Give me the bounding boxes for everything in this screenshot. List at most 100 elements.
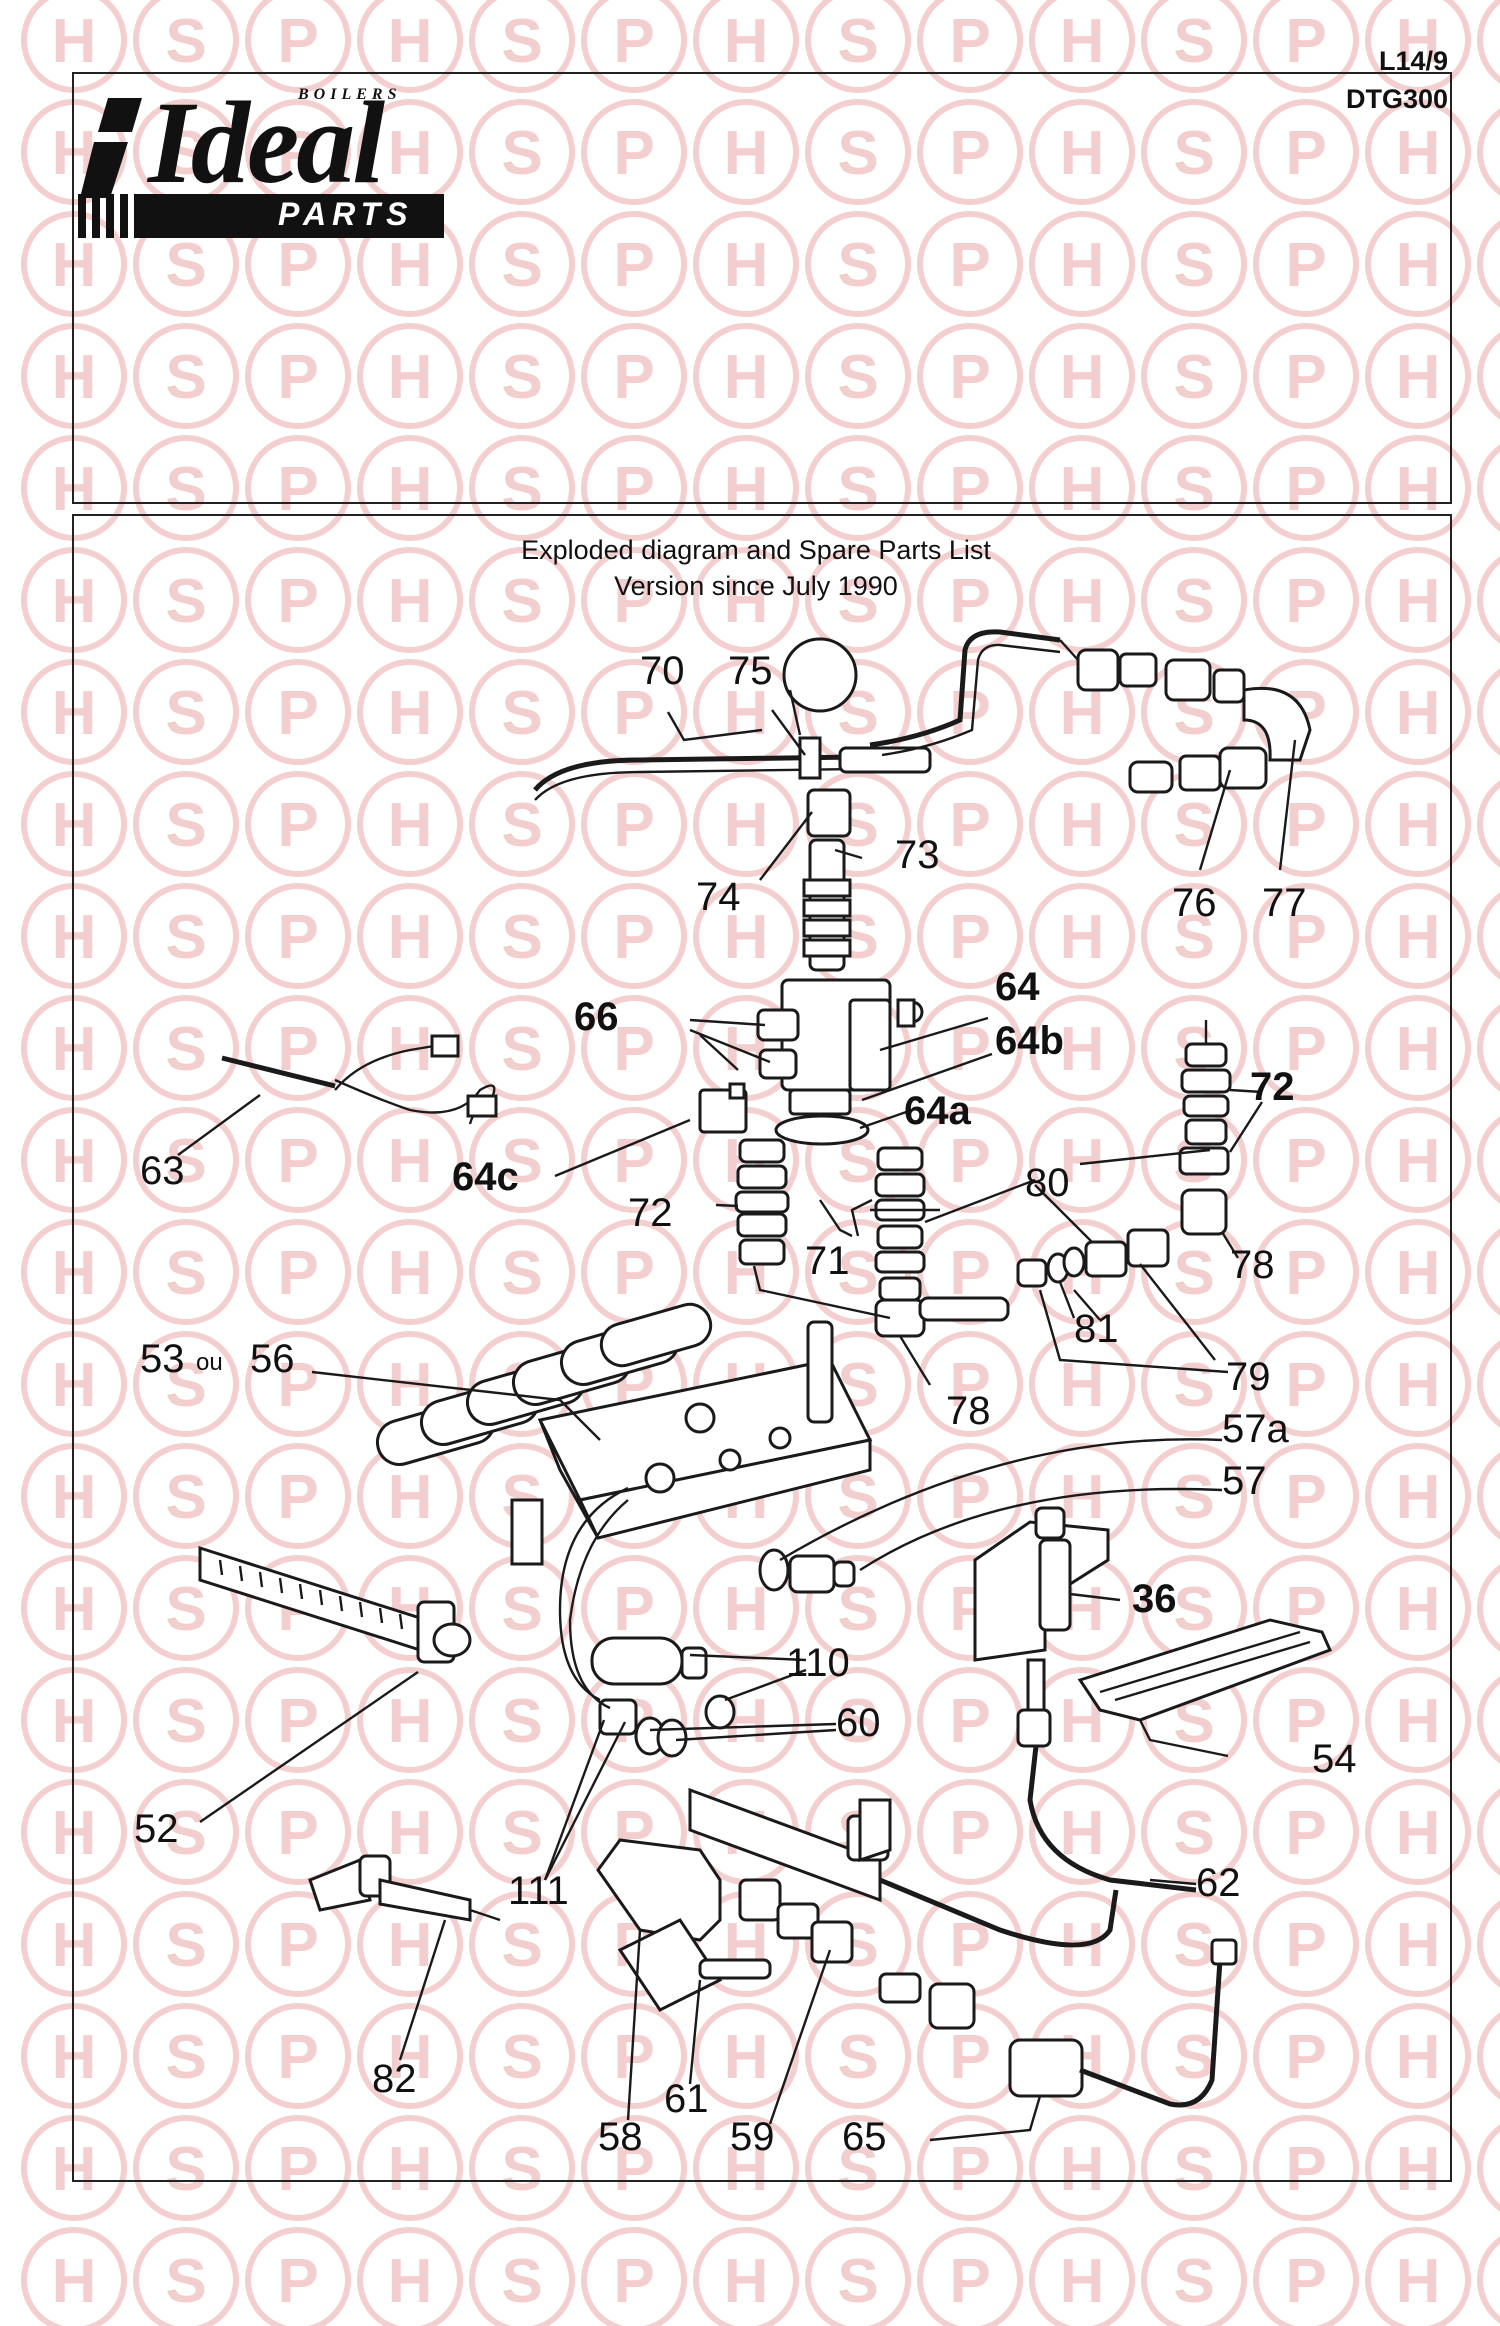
watermark-letter: H: [1396, 2023, 1441, 2092]
watermark-letter: S: [501, 1911, 542, 1980]
label-64c: 64c: [452, 1155, 519, 1199]
watermark-letter: H: [1396, 679, 1441, 748]
watermark-letter: S: [501, 679, 542, 748]
watermark-letter: H: [724, 791, 769, 860]
label-75: 75: [728, 649, 773, 693]
watermark-letter: P: [1285, 1463, 1326, 1532]
watermark-circle: [21, 323, 127, 429]
watermark-circle: [693, 0, 799, 93]
watermark-circle: [581, 99, 687, 205]
label-60: 60: [836, 1701, 881, 1745]
label-52: 52: [134, 1807, 179, 1851]
watermark-letter: P: [613, 567, 654, 636]
watermark-letter: H: [1396, 7, 1441, 76]
watermark-letter: S: [165, 455, 206, 524]
right-upright-stack: [1178, 1020, 1232, 1236]
watermark-circle: [469, 211, 575, 317]
watermark-circle: [133, 1555, 239, 1661]
watermark-letter: H: [388, 567, 433, 636]
watermark-letter: H: [52, 1463, 97, 1532]
watermark-circle: [805, 435, 911, 541]
watermark-letter: S: [837, 1687, 878, 1756]
pilot-burner-36: [973, 1506, 1197, 1893]
watermark-letter: S: [165, 1911, 206, 1980]
watermark-circle: [1477, 1004, 1500, 1092]
watermark-circle: [133, 1107, 239, 1213]
watermark-letter: P: [949, 903, 990, 972]
watermark-letter: S: [837, 7, 878, 76]
watermark-circle: [581, 995, 687, 1101]
watermark-letter: H: [1396, 119, 1441, 188]
watermark-circle: [133, 995, 239, 1101]
watermark-circle: [21, 1779, 127, 1885]
watermark-circle: [133, 547, 239, 653]
watermark-circle: [357, 2003, 463, 2109]
watermark-circle: [1477, 780, 1500, 868]
watermark-letter: S: [165, 119, 206, 188]
label-80: 80: [1025, 1161, 1070, 1205]
watermark-circle: [1365, 435, 1471, 541]
watermark-letter: S: [1173, 1911, 1214, 1980]
tee-fitting-part: [798, 736, 822, 780]
watermark-letter: P: [1285, 567, 1326, 636]
watermark-circle: [21, 435, 127, 541]
left-fitting-stack: [734, 1138, 790, 1266]
watermark-letter: H: [724, 2023, 769, 2092]
watermark-letter: P: [277, 1799, 318, 1868]
watermark-circle: [1029, 2115, 1135, 2221]
pipe-fittings-chain: [1059, 639, 1312, 794]
watermark-letter: H: [1060, 7, 1105, 76]
watermark-letter: H: [1060, 343, 1105, 412]
watermark-letter: P: [277, 903, 318, 972]
watermark-letter: S: [165, 1463, 206, 1532]
watermark-letter: H: [52, 1351, 97, 1420]
watermark-circle: [1477, 1340, 1500, 1428]
watermark-circle: [357, 435, 463, 541]
watermark-letter: S: [165, 1687, 206, 1756]
watermark-letter: H: [724, 455, 769, 524]
watermark-letter: H: [52, 1799, 97, 1868]
watermark-circle: [917, 0, 1023, 93]
watermark-circle: [917, 883, 1023, 989]
watermark-letter: H: [388, 7, 433, 76]
watermark-letter: S: [501, 1127, 542, 1196]
watermark-circle: [21, 2115, 127, 2221]
watermark-letter: H: [724, 2247, 769, 2316]
watermark-letter: H: [724, 679, 769, 748]
watermark-letter: H: [388, 343, 433, 412]
diagram-title: Exploded diagram and Spare Parts List Ve…: [0, 532, 1500, 604]
watermark-letter: P: [613, 679, 654, 748]
watermark-circle: [693, 323, 799, 429]
watermark-circle: [1029, 435, 1135, 541]
valve-coil-connector: [698, 1088, 748, 1134]
watermark-circle: [133, 435, 239, 541]
watermark-circle: [1253, 1107, 1359, 1213]
watermark-letter: S: [837, 2247, 878, 2316]
label-64: 64: [995, 965, 1040, 1009]
watermark-circle: [469, 995, 575, 1101]
watermark-circle: [245, 0, 351, 93]
valve-fittings-group: [715, 1020, 1264, 1386]
watermark-circle: [357, 883, 463, 989]
watermark-circle: [693, 883, 799, 989]
watermark-letter: P: [949, 567, 990, 636]
watermark-circle: [1253, 547, 1359, 653]
watermark-circle: [917, 1443, 1023, 1549]
label-53: 53: [140, 1337, 185, 1381]
watermark-circle: [21, 995, 127, 1101]
watermark-circle: [1029, 1331, 1135, 1437]
watermark-letter: H: [1060, 903, 1105, 972]
watermark-circle: [469, 1667, 575, 1773]
watermark-circle: [245, 1891, 351, 1997]
watermark-circle: [357, 1219, 463, 1325]
watermark-circle: [245, 2115, 351, 2221]
watermark-letter: H: [388, 231, 433, 300]
watermark-circle: [245, 883, 351, 989]
watermark-letter: P: [613, 1239, 654, 1308]
watermark-circle: [469, 2227, 575, 2326]
watermark-letter: H: [1396, 1015, 1441, 1084]
watermark-letter: H: [1396, 1575, 1441, 1644]
watermark-letter: S: [165, 7, 206, 76]
watermark-letter: P: [277, 791, 318, 860]
watermark-circle: [357, 771, 463, 877]
